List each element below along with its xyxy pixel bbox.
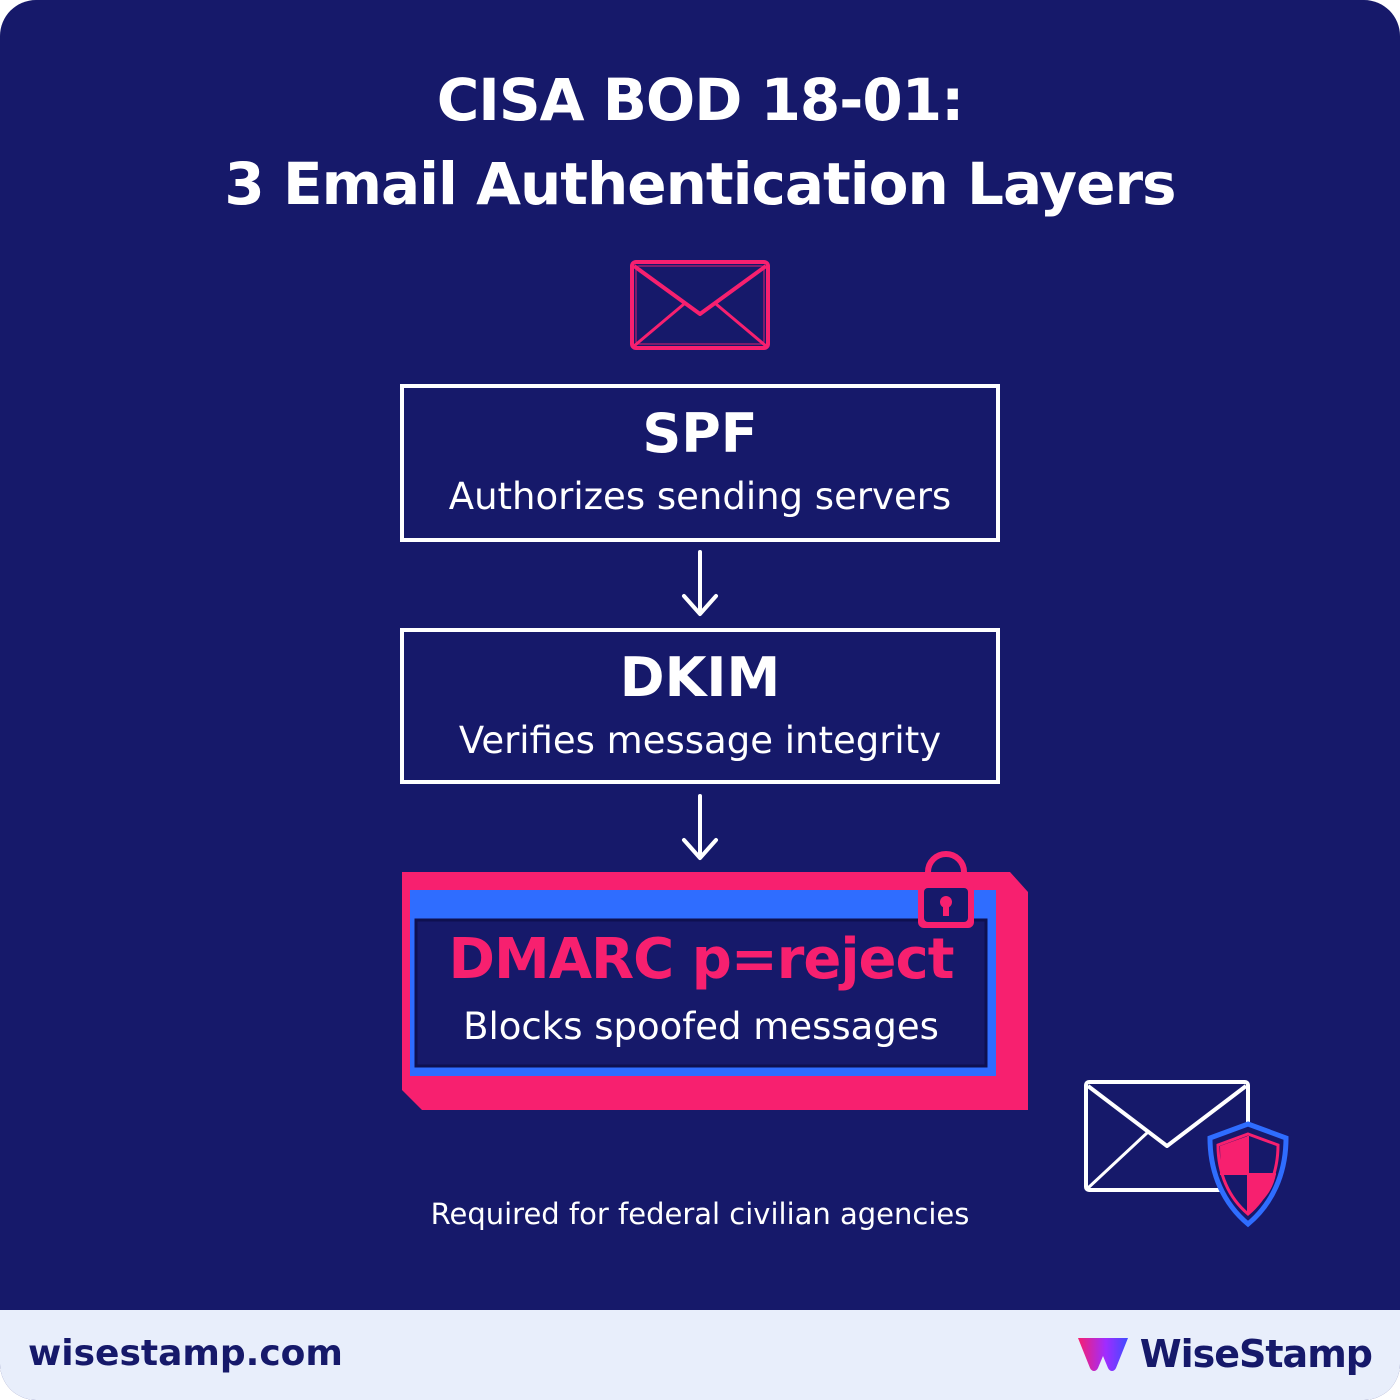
- title-line-1: CISA BOD 18-01:: [436, 66, 965, 134]
- requirement-note: Required for federal civilian agencies: [430, 1197, 970, 1231]
- down-arrow-icon: [682, 794, 718, 860]
- brand-name: WiseStamp: [1139, 1332, 1373, 1376]
- dkim-layer-name: DKIM: [619, 646, 781, 709]
- brand-logo[interactable]: WiseStamp: [1076, 1328, 1373, 1380]
- wisestamp-logo-icon: [1077, 1338, 1128, 1371]
- dkim-layer-box: DKIM Verifies message integrity: [400, 628, 1000, 784]
- dmarc-layer-description: Blocks spoofed messages: [463, 1005, 939, 1048]
- footer-url-link[interactable]: wisestamp.com: [28, 1333, 343, 1374]
- spf-layer-description: Authorizes sending servers: [448, 475, 952, 518]
- dmarc-layer-box: [402, 872, 1028, 1110]
- padlock-icon: [918, 851, 974, 928]
- dmarc-layer-name: DMARC p=reject: [448, 927, 954, 992]
- page-title: CISA BOD 18-01: 3 Email Authentication L…: [0, 58, 1400, 226]
- spf-layer-box: SPF Authorizes sending servers: [400, 384, 1000, 542]
- footer: wisestamp.com WiseStamp: [0, 1310, 1400, 1400]
- title-line-2: 3 Email Authentication Layers: [224, 150, 1176, 218]
- spf-layer-name: SPF: [642, 402, 758, 465]
- down-arrow-icon: [682, 550, 718, 616]
- envelope-icon: [630, 260, 770, 350]
- dkim-layer-description: Verifies message integrity: [458, 719, 942, 762]
- envelope-shield-icon: [1084, 1080, 1289, 1228]
